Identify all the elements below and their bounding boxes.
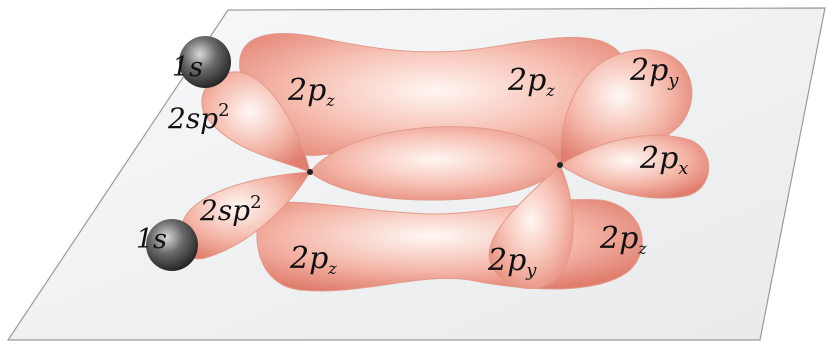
carbon-nucleus-right <box>557 162 563 168</box>
label-1s-bottom: 1s <box>136 224 167 255</box>
carbon-nucleus-left <box>307 169 313 175</box>
label-1s-top: 1s <box>172 52 203 83</box>
